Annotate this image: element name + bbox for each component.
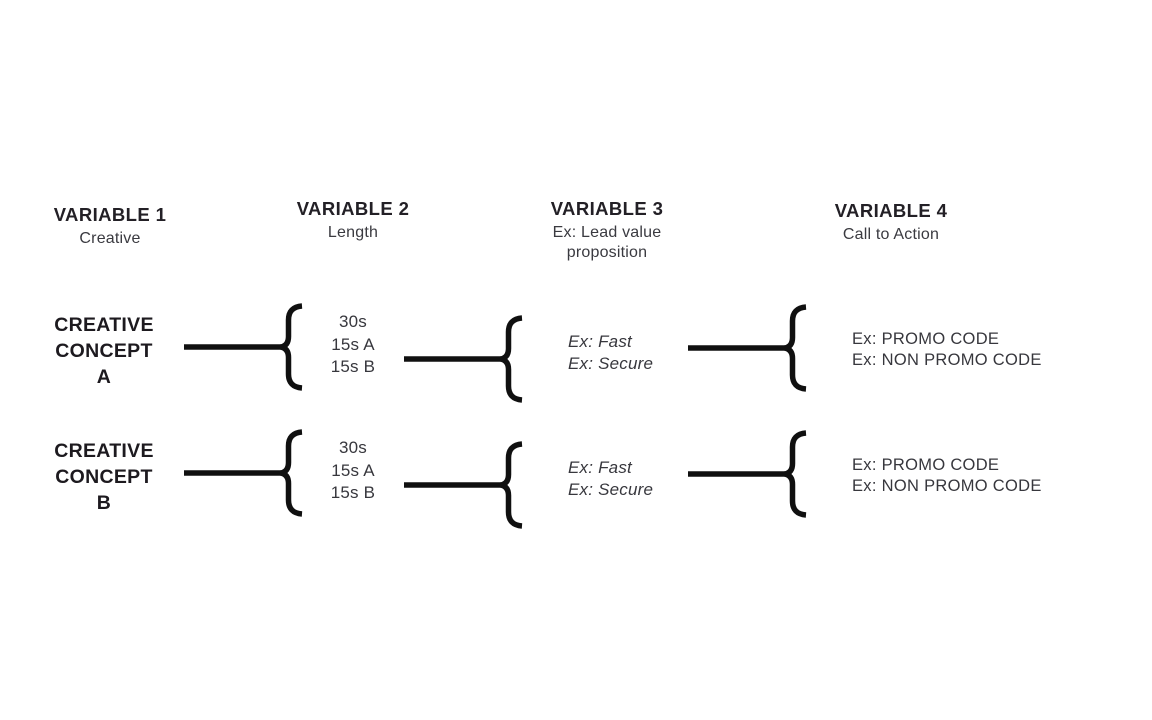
cta-option: Ex: NON PROMO CODE [852,476,1042,495]
column-subtitle: Ex: Lead value proposition [552,224,662,261]
column-title: VARIABLE 2 [296,198,410,219]
value-prop-options-list: Ex: Fast Ex: Secure [568,331,653,374]
curly-brace-icon [280,303,303,391]
line-and-brace-connector [184,429,303,517]
creative-concept-a-row: CREATIVE CONCEPT A 30s 15s A 15s B Ex: F… [0,300,1152,422]
value-prop-option: Ex: Fast [568,458,632,477]
length-option: 15s B [330,483,376,502]
curly-brace-icon [500,315,523,403]
column-header-variable-1: VARIABLE 1 Creative [28,204,192,249]
value-prop-option: Ex: Secure [568,353,654,373]
length-option: 15s A [331,460,375,480]
length-option: 15s B [330,357,376,376]
value-prop-options-list: Ex: Fast Ex: Secure [568,457,653,500]
cta-option: Ex: PROMO CODE [852,330,1000,348]
length-option: 30s [338,312,367,331]
creative-concept-label: CREATIVE CONCEPT A [54,314,154,388]
column-title: VARIABLE 1 [53,204,167,225]
curly-brace-icon [784,304,807,392]
column-header-variable-4: VARIABLE 4 Call to Action [809,200,973,245]
column-title: VARIABLE 4 [834,200,948,221]
length-options-list: 30s 15s A 15s B [303,311,403,379]
value-prop-option: Ex: Fast [568,332,632,351]
cta-option: Ex: NON PROMO CODE [852,350,1042,369]
length-options-list: 30s 15s A 15s B [303,437,403,505]
creative-concept-b-row: CREATIVE CONCEPT B 30s 15s A 15s B Ex: F… [0,426,1152,548]
column-subtitle: Length [327,224,379,241]
length-option: 30s [338,438,367,457]
cta-options-list: Ex: PROMO CODE Ex: NON PROMO CODE [852,329,1042,370]
column-header-variable-3: VARIABLE 3 Ex: Lead value proposition [525,198,689,263]
length-option: 15s A [331,334,375,354]
cta-option: Ex: PROMO CODE [852,456,1000,474]
creative-concept-label: CREATIVE CONCEPT B [54,440,154,514]
column-title: VARIABLE 3 [550,198,664,219]
curly-brace-icon [280,429,303,517]
column-subtitle: Call to Action [842,226,940,243]
column-subtitle: Creative [79,230,141,247]
line-and-brace-connector [688,430,807,518]
line-and-brace-connector [688,304,807,392]
column-header-variable-2: VARIABLE 2 Length [271,198,435,243]
curly-brace-icon [500,441,523,529]
curly-brace-icon [784,430,807,518]
line-and-brace-connector [184,303,303,391]
line-and-brace-connector [404,315,523,403]
cta-options-list: Ex: PROMO CODE Ex: NON PROMO CODE [852,455,1042,496]
line-and-brace-connector [404,441,523,529]
value-prop-option: Ex: Secure [568,479,654,499]
